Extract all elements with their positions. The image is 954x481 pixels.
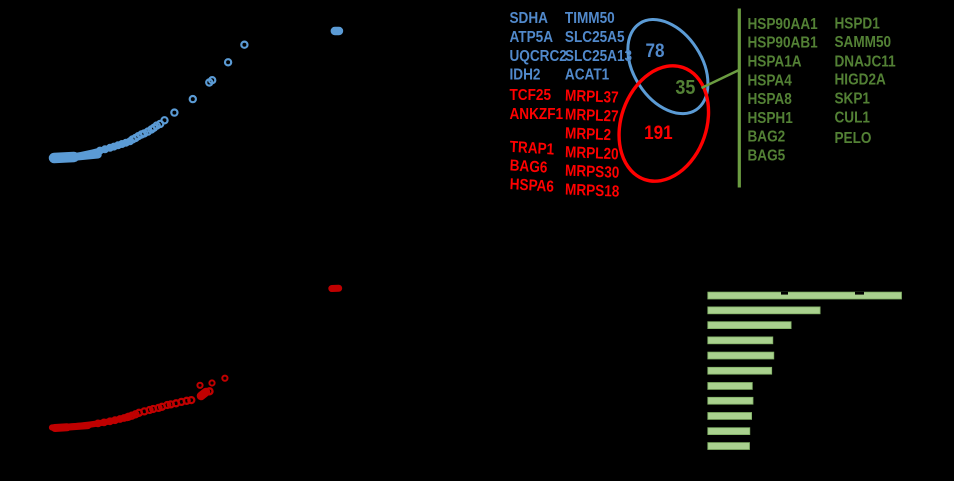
svg-text:BAG6: BAG6 [509, 157, 547, 177]
svg-text:MRPL2: MRPL2 [565, 125, 612, 144]
svg-text:SDHA: SDHA [510, 10, 549, 27]
svg-text:HSPA6: HSPA6 [509, 176, 554, 196]
svg-text:MRPS30: MRPS30 [565, 163, 620, 182]
svg-text:MRPL37: MRPL37 [565, 88, 619, 107]
svg-text:191: 191 [644, 122, 673, 143]
svg-text:TRAP1: TRAP1 [509, 139, 554, 159]
svg-text:DNAJC11: DNAJC11 [835, 53, 896, 70]
svg-text:78: 78 [646, 40, 665, 61]
svg-text:TCF25: TCF25 [510, 87, 552, 104]
svg-text:HSP90AA1: HSP90AA1 [748, 16, 818, 33]
svg-text:HSP90AB1: HSP90AB1 [748, 35, 818, 52]
svg-text:35: 35 [675, 77, 695, 99]
svg-text:SAMM50: SAMM50 [835, 34, 892, 51]
svg-text:MRPS18: MRPS18 [565, 182, 620, 201]
svg-text:HSPA4: HSPA4 [748, 72, 793, 89]
svg-text:ACAT1: ACAT1 [565, 67, 609, 84]
svg-text:HSPA1A: HSPA1A [748, 54, 802, 71]
svg-text:CUL1: CUL1 [835, 109, 870, 126]
svg-text:SLC25A13: SLC25A13 [565, 48, 632, 65]
svg-text:IDH2: IDH2 [510, 67, 541, 84]
svg-text:HSPA8: HSPA8 [748, 91, 792, 108]
svg-text:SKP1: SKP1 [835, 91, 870, 108]
svg-text:MRPL20: MRPL20 [565, 144, 619, 163]
svg-text:PELO: PELO [835, 130, 872, 147]
svg-text:HSPD1: HSPD1 [835, 15, 880, 32]
svg-text:UQCRC2: UQCRC2 [510, 48, 567, 65]
svg-text:HSPH1: HSPH1 [748, 110, 793, 127]
svg-text:MRPL27: MRPL27 [565, 106, 619, 125]
svg-text:HIGD2A: HIGD2A [835, 72, 887, 89]
svg-text:SLC25A5: SLC25A5 [565, 29, 625, 46]
svg-text:ATP5A: ATP5A [510, 29, 554, 46]
svg-text:BAG2: BAG2 [748, 129, 786, 146]
svg-text:TIMM50: TIMM50 [565, 10, 615, 27]
svg-text:BAG5: BAG5 [748, 147, 786, 164]
svg-text:ANKZF1: ANKZF1 [510, 106, 564, 123]
